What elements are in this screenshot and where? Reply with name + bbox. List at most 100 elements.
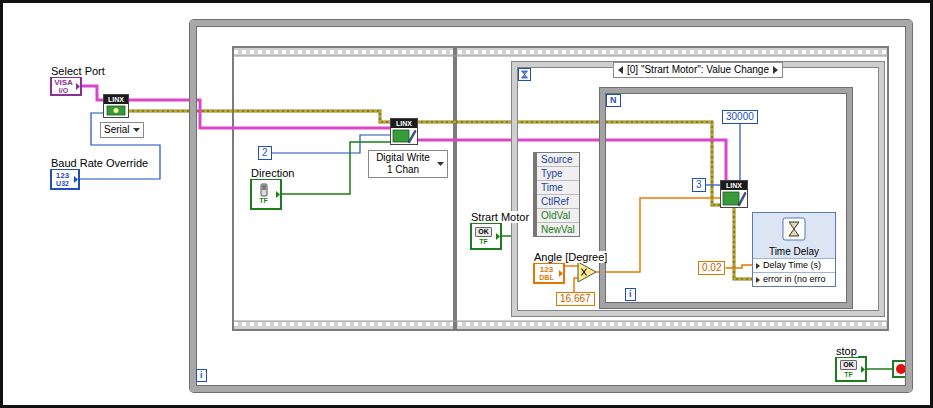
event-structure: SourceTypeTimeCtlRefOldValNewValAngle [D… (512, 62, 884, 316)
terminal-label: Baud Rate Override (51, 157, 148, 169)
boolean-control-terminal: DirectionTF (250, 178, 282, 210)
count-label: N (610, 95, 617, 106)
terminal-label: Select Port (51, 65, 105, 77)
terminal-label: Direction (251, 167, 294, 179)
event-data-field: Type (537, 167, 579, 181)
iteration-terminal: i (625, 288, 636, 301)
numeric-constant: 16.667 (556, 292, 595, 306)
time-delay-express-vi: Time DelayDelay Time (s)error in (no err… (752, 212, 836, 287)
data-type-caption: I/O (59, 87, 68, 95)
dropdown-arrow (133, 128, 140, 132)
data-type-caption: DBL (539, 274, 553, 282)
label-holder: Angle [Degree] (533, 251, 608, 263)
visa-control-terminal: Select PortVISAI/O (50, 76, 82, 96)
express-vi-title: Time Delay (753, 245, 835, 258)
control-arrow (74, 176, 78, 183)
event-case-label: [0] "Strart Motor": Value Change (627, 64, 769, 76)
constant-value: 2 (262, 147, 268, 159)
numeric-control-terminal: Baud Rate Override123U32 (50, 168, 80, 190)
boolean-control-terminal: Strart MotorOKTF (470, 222, 502, 250)
write-pencil-icon (721, 190, 747, 207)
wire (739, 124, 740, 180)
numeric-control-terminal: Angle [Degree]123DBL (533, 262, 565, 284)
data-type-caption: U32 (56, 180, 69, 188)
constant-value: 16.667 (560, 293, 591, 305)
linx-pwm-write-subvi: LINX (720, 180, 748, 208)
control-arrow (559, 270, 563, 277)
increment-arrow (773, 66, 778, 74)
constant-value: 3 (696, 179, 702, 191)
instance-name: Digital Write 1 Chan (372, 152, 434, 176)
express-icon-area (753, 213, 835, 245)
linx-digital-write-subvi: LINX (390, 118, 418, 145)
terminal-caption: 123 (56, 171, 69, 180)
event-data-field: Time (537, 181, 579, 195)
ring-value: Serial (104, 124, 130, 136)
wire (129, 100, 390, 128)
numeric-constant: 0.02 (698, 261, 725, 275)
serial-open-icon (104, 104, 128, 117)
multiply-function (578, 262, 596, 282)
button-caption: OK (840, 360, 857, 370)
data-type-caption: TF (479, 238, 488, 246)
polymorphic-selector: Digital Write 1 Chan (368, 150, 448, 178)
label-holder: Baud Rate Override (50, 157, 149, 169)
terminal-caption: VISA (54, 78, 73, 87)
wire (706, 184, 720, 185)
write-pencil-icon (391, 128, 417, 144)
terminal-caption: 123 (540, 265, 553, 274)
iteration-terminal: i (196, 369, 207, 382)
button-caption: OK (475, 227, 492, 237)
control-arrow (76, 83, 80, 90)
event-data-node: SourceTypeTimeCtlRefOldValNewVal (533, 152, 580, 237)
event-data-field: OldVal (537, 209, 579, 223)
while-loop: 2DirectionTFLINXDigital Write 1 ChanStra… (190, 20, 912, 392)
input-arrow (756, 277, 760, 283)
control-arrow (276, 191, 280, 198)
event-data-field: NewVal (537, 223, 579, 236)
wire (502, 235, 512, 237)
linx-open-subvi: LINX (103, 94, 129, 118)
interface-ring-constant: Serial (100, 122, 144, 138)
toggle-switch-icon (257, 183, 271, 197)
terminal-label: stop (836, 345, 857, 357)
numeric-constant: 30000 (722, 110, 758, 124)
numeric-constant: 2 (258, 146, 272, 160)
subvi-brand: LINX (721, 181, 747, 190)
express-input-row: Delay Time (s) (753, 258, 835, 272)
label-holder: stop (835, 345, 858, 357)
for-loop: 30000 3 LINX Time DelayDelay Time (s)error … (600, 88, 852, 308)
label-holder: Select Port (50, 65, 106, 77)
express-input-row: error in (no erro (753, 272, 835, 286)
subvi-brand: LINX (391, 119, 417, 128)
double-wire (565, 198, 720, 292)
terminal-label: Strart Motor (471, 211, 529, 223)
hourglass-icon (782, 217, 806, 241)
event-data-field: CtlRef (537, 195, 579, 209)
label-holder: Direction (250, 167, 295, 179)
input-arrow (756, 263, 760, 269)
terminal-label: Angle [Degree] (534, 251, 607, 263)
wire (80, 113, 160, 179)
constant-value: 0.02 (702, 262, 721, 274)
constant-value: 30000 (726, 111, 754, 123)
numeric-constant: 3 (692, 178, 706, 192)
subvi-brand: LINX (104, 95, 128, 104)
event-timeout-icon (519, 69, 531, 81)
wire (82, 86, 103, 100)
control-arrow (861, 366, 865, 373)
wire (725, 265, 752, 268)
count-terminal: N (606, 94, 621, 107)
decrement-arrow (618, 66, 623, 74)
control-arrow (496, 233, 500, 240)
loop-condition (867, 361, 909, 377)
dropdown-arrow (437, 162, 444, 166)
error-cluster-wire (129, 111, 752, 279)
case-selector-label: [0] "Strart Motor": Value Change (613, 62, 783, 78)
flat-sequence-structure (233, 47, 888, 330)
iteration-label: i (200, 370, 203, 381)
boolean-control-terminal: stopOKTF (835, 356, 867, 382)
